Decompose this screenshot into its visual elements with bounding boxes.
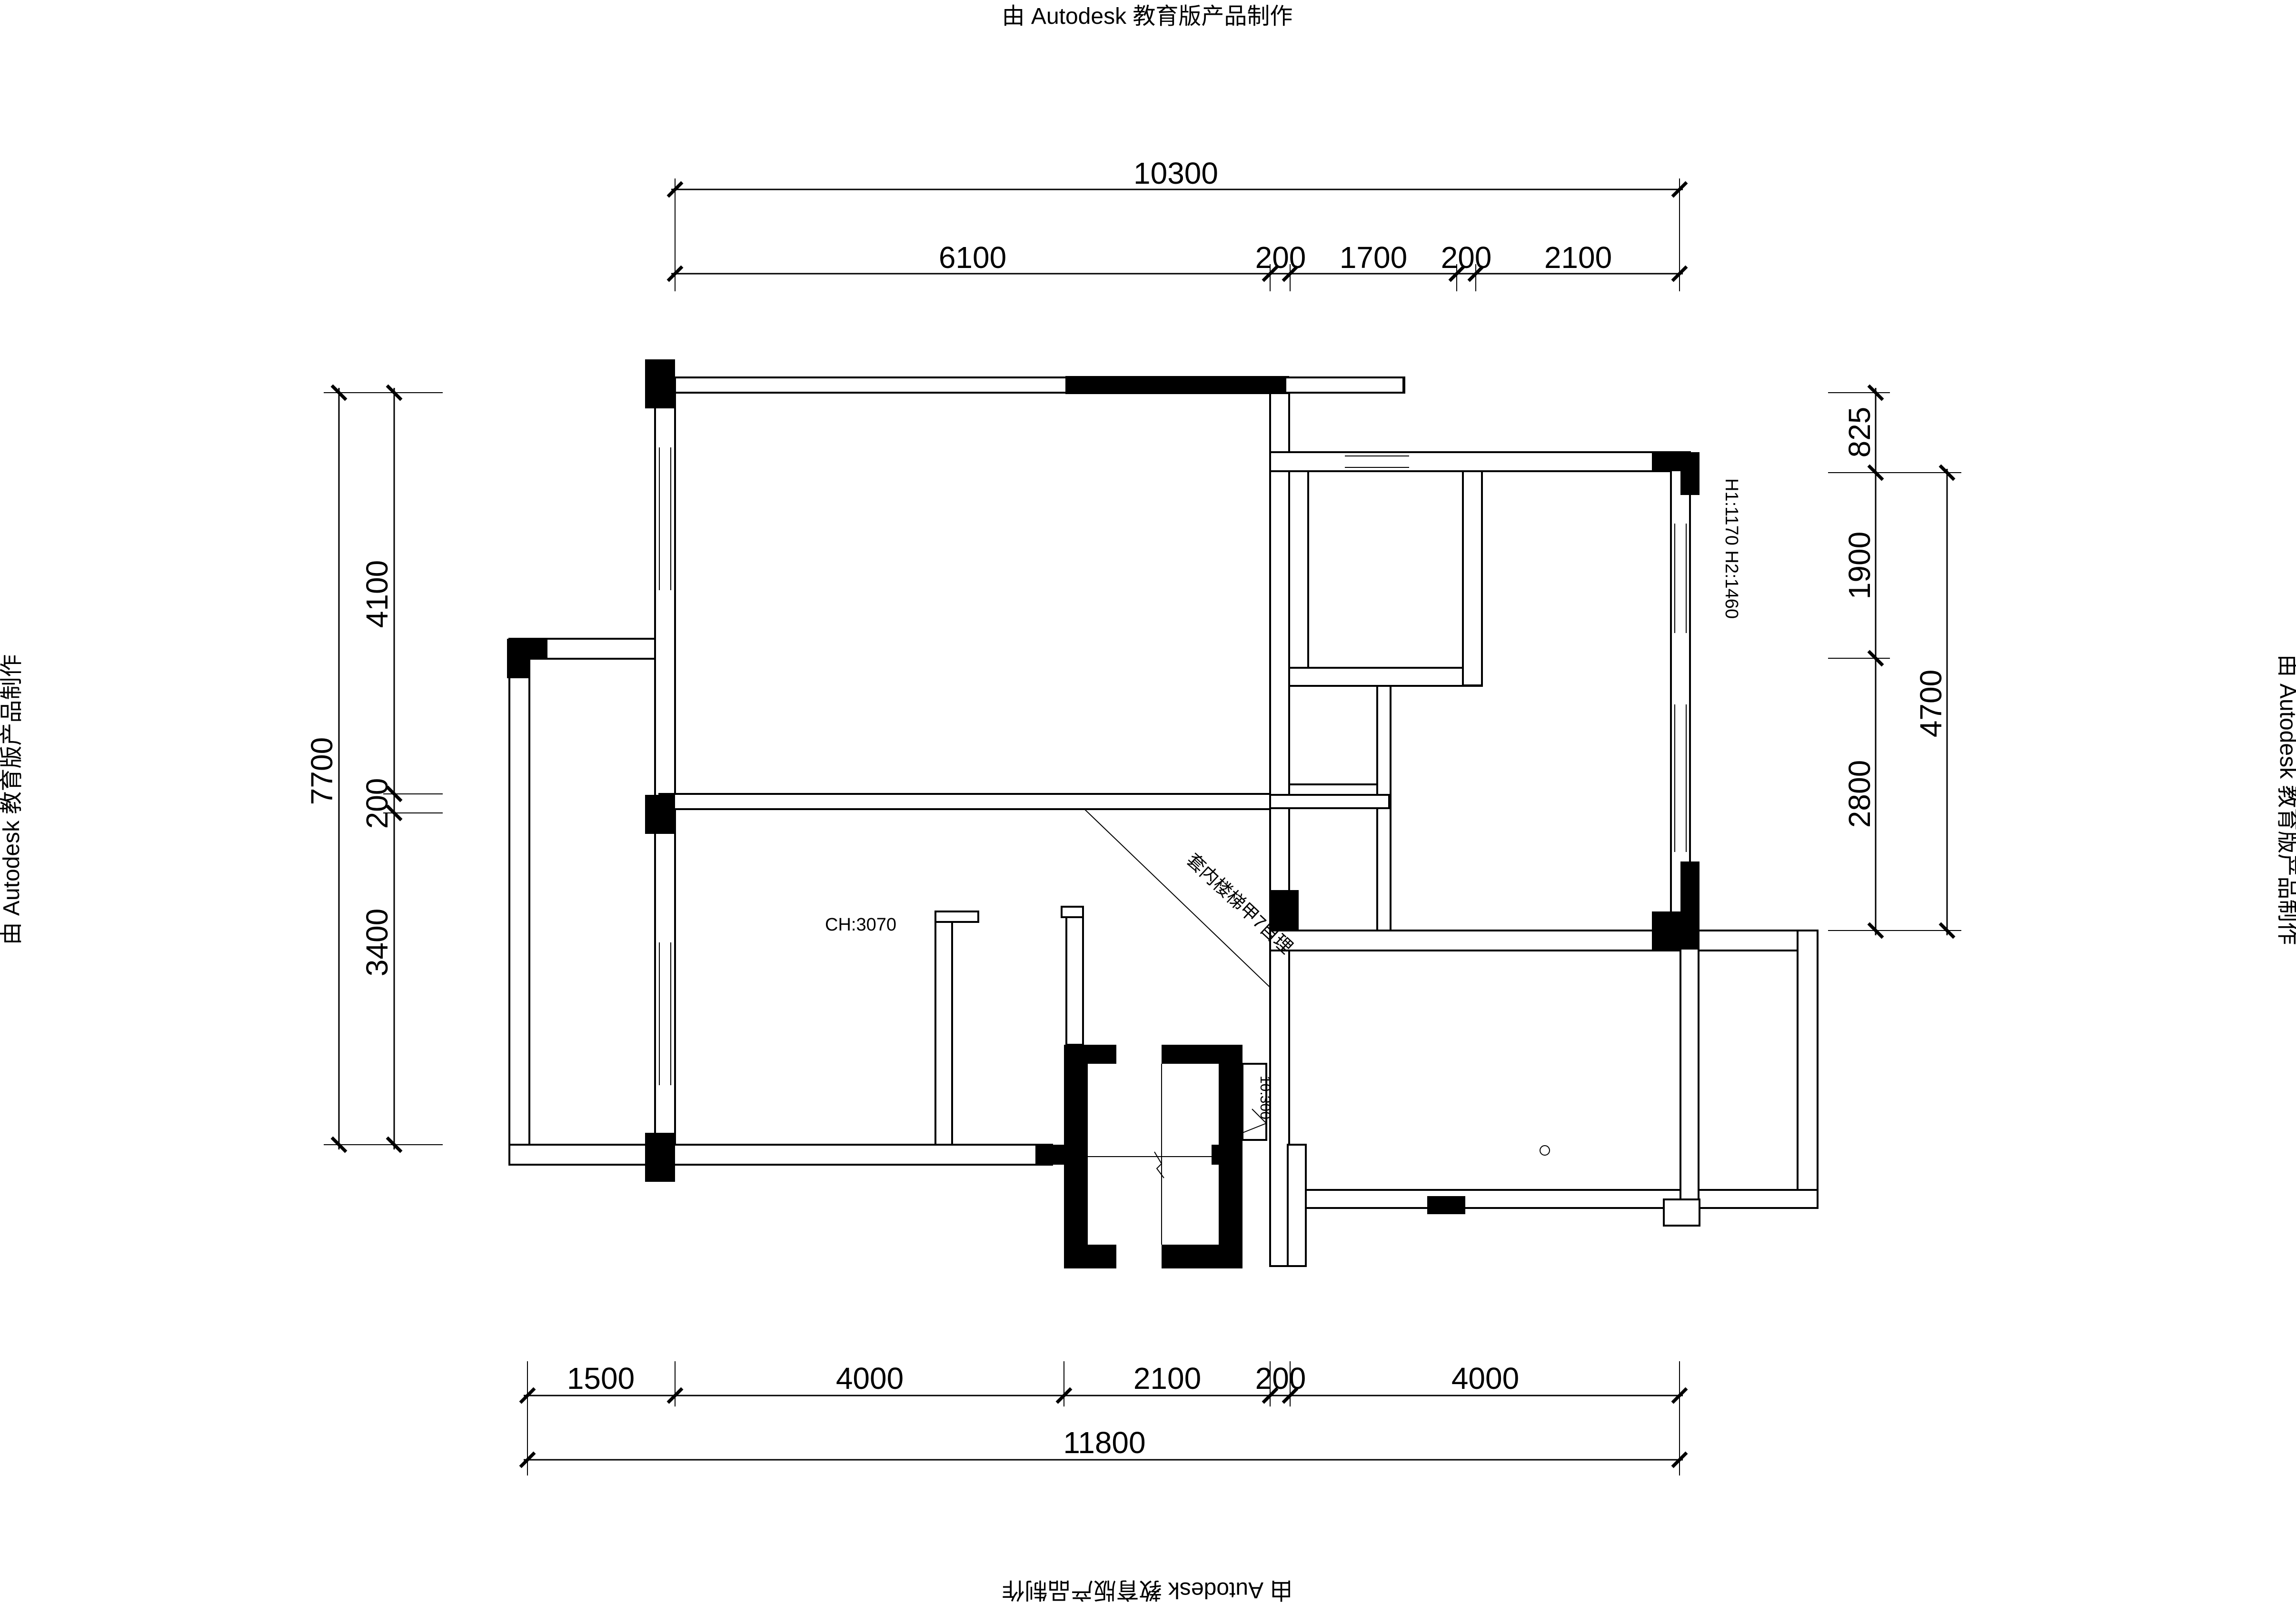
windows	[659, 376, 1687, 1156]
right-dimension-group: 825 1900 2800 4700	[1828, 384, 1961, 939]
bottom-dimension-group: 1500 4000 2100 200 4000 11800	[519, 1361, 1688, 1475]
elevation-label: 10.300	[1257, 1076, 1273, 1119]
dim-right-seg-3: 2800	[1842, 760, 1877, 828]
watermark-top: 由 Autodesk 教育版产品制作	[1002, 4, 1293, 29]
dim-bottom-seg-3: 2100	[1133, 1361, 1201, 1396]
dim-bottom-seg-1: 1500	[567, 1361, 635, 1396]
dim-right-total: 4700	[1914, 670, 1948, 737]
walls	[508, 376, 1819, 1267]
ceiling-height-label: CH:3070	[825, 915, 896, 935]
dim-bottom-seg-5: 4000	[1451, 1361, 1519, 1396]
columns	[507, 359, 1700, 1214]
dim-top-seg-4: 200	[1441, 240, 1492, 275]
dim-top-seg-3: 1700	[1340, 240, 1407, 275]
dim-left-seg-3: 3400	[360, 909, 394, 976]
watermark-left: 由 Autodesk 教育版产品制作	[0, 654, 24, 945]
dim-left-seg-1: 4100	[360, 560, 394, 628]
top-dimension-group: 10300 6100 200 1700 200 2100	[666, 156, 1688, 291]
left-dimension-group: 7700 4100 200 3400	[305, 384, 443, 1153]
dim-bottom-seg-2: 4000	[836, 1361, 904, 1396]
stair-box	[1035, 1045, 1267, 1268]
dim-top-seg-1: 6100	[939, 240, 1006, 275]
dim-bottom-seg-4: 200	[1255, 1361, 1306, 1396]
watermark-bottom: 由 Autodesk 教育版产品制作	[1002, 1577, 1293, 1603]
dim-left-seg-2: 200	[360, 778, 394, 829]
dim-top-total: 10300	[1133, 156, 1218, 190]
dim-left-total: 7700	[305, 737, 339, 805]
dim-right-seg-1: 825	[1842, 407, 1877, 458]
dim-right-seg-2: 1900	[1842, 532, 1877, 599]
dim-top-seg-5: 2100	[1544, 240, 1612, 275]
watermark-right: 由 Autodesk 教育版产品制作	[2275, 654, 2296, 945]
dim-bottom-total: 11800	[1063, 1426, 1145, 1460]
dim-top-seg-2: 200	[1255, 240, 1306, 275]
window-height-label: H1:1170 H2:1460	[1721, 478, 1741, 619]
